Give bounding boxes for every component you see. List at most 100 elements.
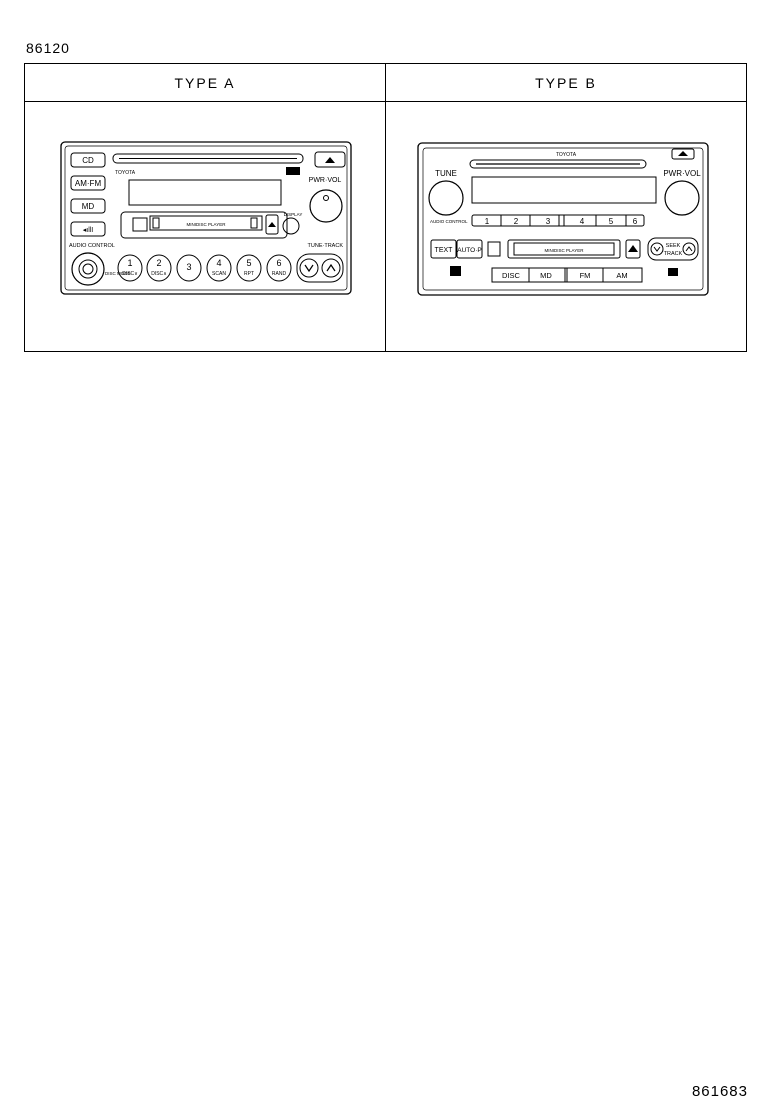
type-a-md-player-label: MINIDISC PLAYER: [187, 222, 227, 227]
type-b-pwr-vol-label: PWR·VOL: [663, 169, 701, 178]
svg-text:DISC∨: DISC∨: [122, 271, 138, 277]
type-a-pwr-vol-knob[interactable]: [309, 189, 343, 223]
type-b-tune-label: TUNE: [435, 169, 457, 178]
svg-text:SCAN: SCAN: [212, 271, 226, 277]
small-logo-icon: [450, 266, 461, 276]
eject-icon: [628, 245, 638, 252]
svg-text:5: 5: [609, 217, 614, 226]
type-a-md-button[interactable]: MD: [70, 198, 106, 214]
type-b-autop-button[interactable]: AUTO·P: [456, 239, 483, 259]
type-b-am-button[interactable]: AM: [616, 271, 627, 280]
type-b-tune-knob[interactable]: [428, 180, 464, 216]
type-a-eject-button[interactable]: [314, 151, 346, 168]
type-b-md-player-label: MINIDISC PLAYER: [545, 248, 585, 253]
type-b-seek-down-button[interactable]: [650, 242, 664, 256]
radio-type-table: TYPE A TYPE B TOYOTA: [24, 63, 747, 352]
svg-text:3: 3: [186, 262, 191, 272]
type-a-md-slot: [149, 215, 263, 231]
type-a-tune-track-label: TUNE·TRACK: [308, 243, 344, 249]
type-a-preset-5[interactable]: 5 RPT: [236, 254, 262, 282]
type-b-preset-1[interactable]: 1: [485, 217, 490, 226]
type-b-md-eject-button[interactable]: [625, 239, 641, 259]
type-a-display-label: DISPLAY: [284, 212, 303, 217]
type-b-radio-drawing: TOYOTA TUNE PWR·VOL: [417, 142, 709, 296]
svg-text:6: 6: [276, 258, 281, 268]
svg-text:AM·FM: AM·FM: [75, 179, 102, 188]
type-a-cell: TOYOTA CD AM·FM: [24, 101, 386, 352]
svg-text:1: 1: [485, 217, 490, 226]
chevron-down-icon: [653, 246, 661, 252]
md-logo-icon: [132, 217, 148, 232]
svg-text:DISC: DISC: [502, 271, 521, 280]
svg-text:RAND: RAND: [272, 271, 287, 277]
type-b-brand: TOYOTA: [556, 152, 577, 158]
type-a-header: TYPE A: [24, 63, 386, 102]
type-a-amfm-button[interactable]: AM·FM: [70, 175, 106, 191]
type-a-track-up-button[interactable]: [321, 258, 341, 278]
type-a-preset-6[interactable]: 6 RAND: [266, 254, 292, 282]
md-logo-icon: [487, 241, 501, 257]
type-b-pwr-vol-knob[interactable]: [664, 180, 700, 216]
svg-text:FM: FM: [580, 271, 591, 280]
svg-text:AUTO·P: AUTO·P: [457, 247, 481, 254]
part-number: 86120: [26, 40, 70, 56]
svg-text:RPT: RPT: [244, 271, 254, 277]
svg-text:2: 2: [514, 217, 519, 226]
type-b-md-button[interactable]: MD: [540, 271, 552, 280]
svg-text:5: 5: [246, 258, 251, 268]
svg-text:CD: CD: [82, 156, 94, 165]
type-b-fm-button[interactable]: FM: [580, 271, 591, 280]
svg-text:1: 1: [127, 258, 132, 268]
type-b-seek-label: SEEK: [666, 243, 681, 249]
type-a-cd-button[interactable]: CD: [70, 152, 106, 168]
type-b-cell: TOYOTA TUNE PWR·VOL: [385, 101, 747, 352]
type-b-disc-button[interactable]: DISC: [502, 271, 521, 280]
type-a-md-eject-button[interactable]: [265, 214, 279, 235]
type-a-radio-drawing: TOYOTA CD AM·FM: [60, 141, 352, 295]
chevron-up-icon: [326, 263, 336, 272]
type-b-display: [471, 176, 657, 204]
eject-icon: [325, 157, 335, 163]
type-b-preset-5[interactable]: 5: [609, 217, 614, 226]
type-a-eq-button[interactable]: ◂ıllI: [70, 221, 106, 237]
type-b-preset-6[interactable]: 6: [633, 217, 638, 226]
svg-text:4: 4: [216, 258, 221, 268]
type-b-preset-3[interactable]: 3: [546, 217, 551, 226]
type-a-brand: TOYOTA: [115, 170, 136, 176]
figure-number: 861683: [691, 1083, 748, 1100]
type-a-display: [128, 179, 282, 206]
type-b-eject-button[interactable]: [671, 148, 695, 160]
svg-text:3: 3: [546, 217, 551, 226]
type-b-track-label: TRACK: [664, 251, 683, 257]
chevron-up-icon: [685, 246, 693, 252]
eject-icon: [678, 151, 688, 156]
svg-text:4: 4: [580, 217, 585, 226]
type-b-header: TYPE B: [385, 63, 747, 102]
svg-text:2: 2: [156, 258, 161, 268]
type-b-text-button[interactable]: TEXT: [430, 239, 457, 259]
svg-text:6: 6: [633, 217, 638, 226]
svg-text:AM: AM: [616, 271, 627, 280]
type-a-preset-2[interactable]: 2 DISC∧: [146, 254, 172, 282]
type-a-audio-control-knob[interactable]: [71, 252, 105, 286]
cd-logo-icon: [286, 167, 300, 175]
type-b-audio-control-label: AUDIO CONTROL: [430, 219, 468, 224]
svg-text:DISC∧: DISC∧: [151, 271, 167, 277]
type-a-preset-3[interactable]: 3: [176, 254, 202, 282]
type-b-md-slot: [513, 242, 615, 256]
type-a-disc-mode-label: DISC MODE: [105, 271, 131, 276]
chevron-down-icon: [304, 264, 314, 273]
type-a-pwr-vol-label: PWR·VOL: [309, 177, 342, 184]
type-a-track-down-button[interactable]: [299, 258, 319, 278]
svg-text:◂ıllI: ◂ıllI: [83, 227, 94, 234]
type-b-preset-4[interactable]: 4: [580, 217, 585, 226]
type-b-seek-up-button[interactable]: [682, 242, 696, 256]
type-a-preset-1[interactable]: 1 DISC∨: [117, 254, 143, 282]
svg-text:TEXT: TEXT: [435, 247, 454, 254]
type-b-preset-2[interactable]: 2: [514, 217, 519, 226]
type-a-preset-4[interactable]: 4 SCAN: [206, 254, 232, 282]
type-a-display-button[interactable]: [282, 217, 300, 235]
eject-icon: [268, 222, 276, 227]
svg-text:MD: MD: [82, 202, 95, 211]
svg-text:MD: MD: [540, 271, 552, 280]
